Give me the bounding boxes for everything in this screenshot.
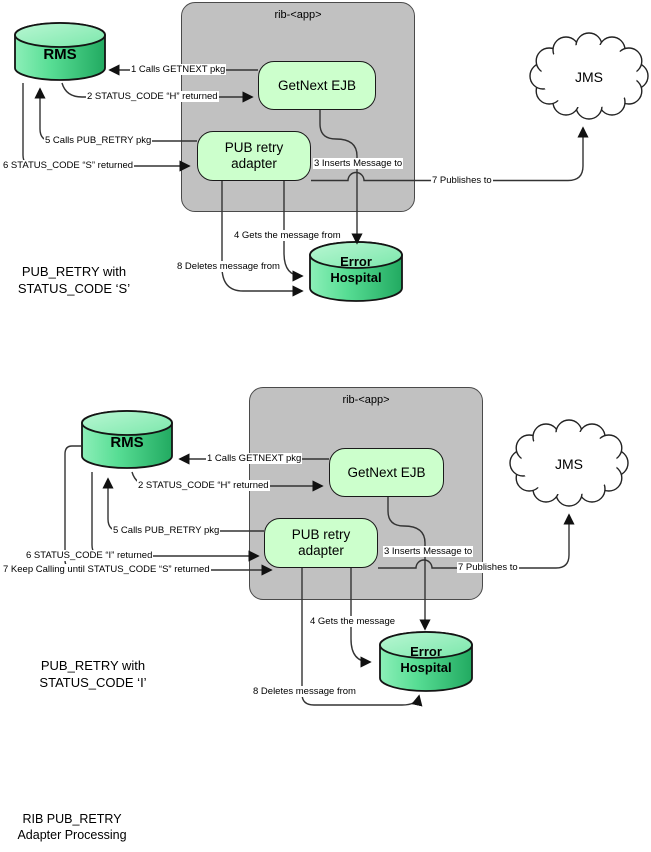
edge-label-status-h-bottom: 2 STATUS_CODE “H” returned — [137, 480, 270, 491]
edge-label-gets-bottom: 4 Gets the message — [309, 616, 397, 627]
edge-label-keep-calling-bottom: 7 Keep Calling until STATUS_CODE “S” ret… — [2, 564, 211, 575]
edge-label-status-return-bottom: 6 STATUS_CODE “I” returned — [25, 550, 154, 561]
edge-label-gets-top: 4 Gets the message from — [233, 230, 342, 241]
edge-label-calls-getnext-bottom: 1 Calls GETNEXT pkg — [206, 453, 303, 464]
getnext-ejb-node-top: GetNext EJB — [258, 61, 376, 110]
error-hospital-label-top: Error Hospital — [330, 254, 382, 285]
diagram-title: RIB PUB_RETRY Adapter Processing — [17, 812, 127, 842]
rms-label-top: RMS — [43, 46, 77, 63]
error-hospital-label-bottom: Error Hospital — [400, 644, 452, 675]
edge-label-publishes-top: 7 Publishes to — [431, 175, 493, 186]
caption-status-code-s: PUB_RETRY with STATUS_CODE ‘S’ — [17, 264, 131, 296]
edge-label-calls-getnext-top: 1 Calls GETNEXT pkg — [130, 64, 227, 75]
edge-label-status-h-top: 2 STATUS_CODE “H” returned — [86, 91, 219, 102]
rms-cylinder-top — [14, 22, 106, 81]
error-hospital-cylinder-top — [309, 241, 403, 302]
edge-label-status-return-top: 6 STATUS_CODE “S” returned — [2, 160, 135, 171]
jms-cloud-top — [529, 32, 649, 120]
jms-cloud-bottom — [509, 419, 629, 507]
edge-label-inserts-bottom: 3 Inserts Message to — [383, 546, 474, 557]
edge-label-inserts-top: 3 Inserts Message to — [313, 158, 404, 169]
jms-label-bottom: JMS — [555, 456, 583, 472]
caption-status-code-i: PUB_RETRY with STATUS_CODE ‘I’ — [39, 658, 147, 690]
edge-label-calls-pub-retry-bottom: 5 Calls PUB_RETRY pkg — [112, 525, 221, 536]
pub-retry-adapter-node-bottom: PUB retry adapter — [264, 518, 378, 568]
jms-label-top: JMS — [575, 69, 603, 85]
pub-retry-adapter-node-top: PUB retry adapter — [197, 131, 311, 181]
rms-label-bottom: RMS — [110, 434, 144, 451]
getnext-ejb-node-bottom: GetNext EJB — [329, 448, 444, 497]
edge-label-publishes-bottom: 7 Publishes to — [457, 562, 519, 573]
edge-label-deletes-bottom: 8 Deletes message from — [252, 686, 357, 697]
edge-label-deletes-top: 8 Deletes message from — [176, 261, 281, 272]
rib-app-label-bottom: rib-<app> — [342, 394, 390, 406]
edge-label-calls-pub-retry-top: 5 Calls PUB_RETRY pkg — [44, 135, 153, 146]
rib-app-label-top: rib-<app> — [274, 9, 322, 21]
